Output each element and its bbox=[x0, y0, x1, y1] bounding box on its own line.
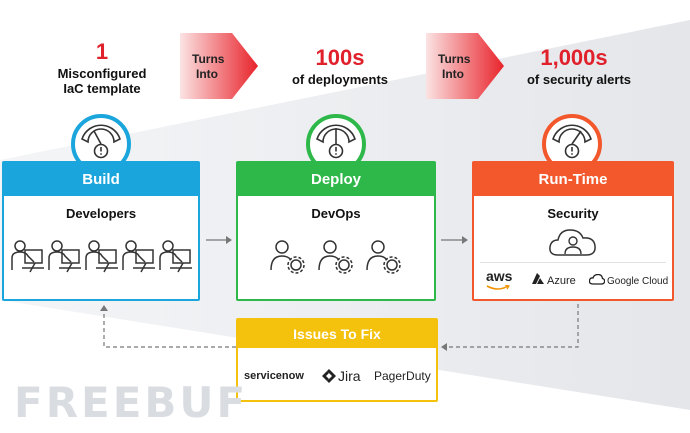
issues-card: Issues To Fix bbox=[236, 318, 438, 402]
deploy-card-title: Deploy bbox=[238, 163, 434, 196]
deploy-card: Deploy DevOps bbox=[236, 161, 436, 301]
runtime-card-subtitle: Security bbox=[547, 206, 599, 221]
developer-icon bbox=[85, 240, 118, 273]
build-to-deploy-arrow bbox=[206, 236, 232, 244]
aws-logo: aws bbox=[486, 268, 513, 284]
jira-icon bbox=[322, 369, 336, 383]
jira-logo: Jira bbox=[338, 368, 361, 384]
servicenow-logo: servicenow bbox=[244, 370, 304, 382]
runtime-card-title: Run-Time bbox=[474, 163, 672, 196]
security-icon bbox=[549, 229, 596, 256]
stat-1-line2: IaC template bbox=[63, 81, 141, 96]
azure-icon bbox=[532, 273, 544, 284]
stat-3-number: 1,000s bbox=[540, 45, 608, 70]
google-cloud-icon bbox=[589, 274, 605, 285]
google-cloud-logo: Google Cloud bbox=[607, 276, 669, 287]
stat-1-line1: Misconfigured bbox=[57, 66, 147, 81]
turns-into-arrow-1 bbox=[180, 33, 258, 99]
devops-icon bbox=[318, 240, 353, 274]
issues-to-build-arrow bbox=[100, 305, 236, 348]
developer-icon bbox=[159, 240, 192, 273]
build-card: Build Developers bbox=[2, 161, 200, 301]
devops-icons bbox=[268, 238, 410, 274]
aws-smile-icon bbox=[486, 285, 510, 290]
arrow-2-label-1: Turns bbox=[438, 52, 471, 66]
stat-2-line1: of deployments bbox=[291, 72, 389, 87]
runtime-card: Run-Time Security bbox=[472, 161, 674, 301]
runtime-to-issues-arrow bbox=[441, 304, 579, 351]
deploy-to-runtime-arrow bbox=[441, 236, 468, 244]
stat-3-line1: of security alerts bbox=[526, 72, 632, 87]
developer-icon bbox=[11, 240, 44, 273]
stat-1-number: 1 bbox=[95, 39, 109, 64]
freebuf-watermark: FREEBUF bbox=[14, 378, 249, 427]
arrow-1-label-2: Into bbox=[196, 67, 218, 81]
developer-icons bbox=[8, 238, 193, 274]
turns-into-arrow-2 bbox=[426, 33, 504, 99]
developer-icon bbox=[48, 240, 81, 273]
build-card-title: Build bbox=[4, 163, 198, 196]
pagerduty-logo: PagerDuty bbox=[374, 369, 431, 383]
cloud-divider bbox=[480, 262, 666, 263]
deploy-gauge-icon bbox=[306, 114, 366, 174]
azure-logo: Azure bbox=[547, 275, 576, 287]
devops-icon bbox=[270, 240, 305, 274]
arrow-2-label-2: Into bbox=[442, 67, 464, 81]
devops-icon bbox=[366, 240, 401, 274]
arrow-1-label-1: Turns bbox=[192, 52, 225, 66]
developer-icon bbox=[122, 240, 155, 273]
build-card-subtitle: Developers bbox=[65, 206, 137, 221]
issues-card-title: Issues To Fix bbox=[238, 320, 436, 348]
stat-2-number: 100s bbox=[315, 45, 365, 70]
deploy-card-subtitle: DevOps bbox=[311, 206, 361, 221]
